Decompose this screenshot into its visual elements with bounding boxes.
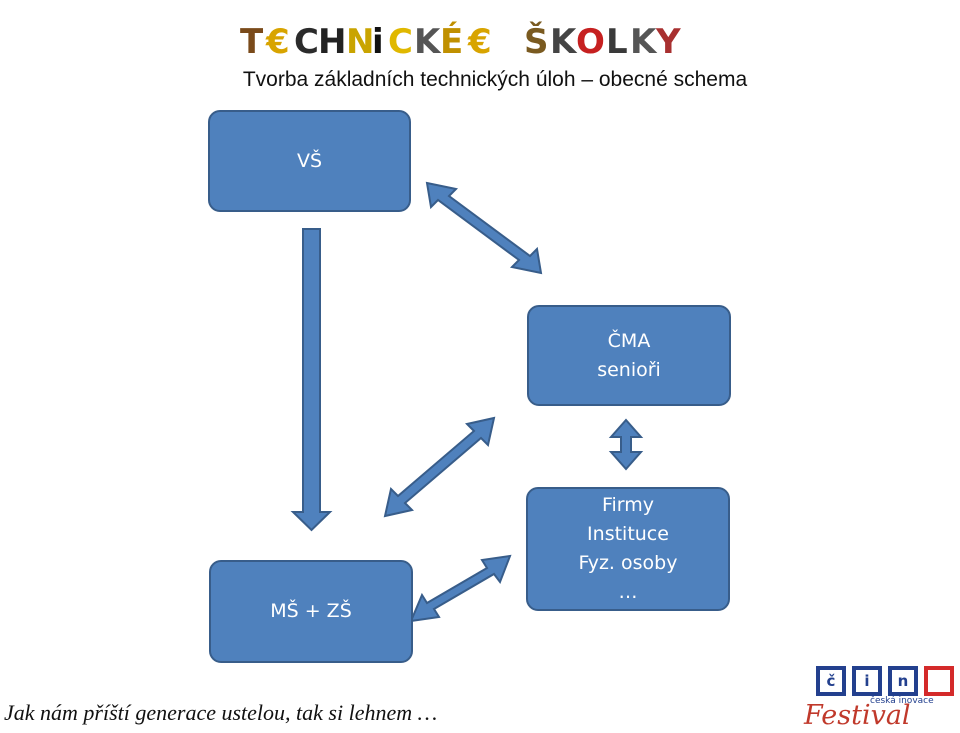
node-label: VŠ (296, 149, 323, 172)
arrow-cma-ms-zs (383, 416, 496, 518)
node-label: ČMA (607, 329, 651, 352)
node-label: MŠ + ZŠ (270, 600, 352, 622)
arrow-vs-cma (425, 181, 543, 275)
node-vs: VŠ (208, 110, 411, 212)
node-label: Instituce (587, 523, 669, 545)
festival-script: Festival (804, 700, 911, 731)
arrow-vs-to-ms-zs (290, 228, 333, 532)
festival-subtitle: česká inovace (870, 696, 934, 706)
node-firmy: Firmy Instituce Fyz. osoby … (526, 487, 730, 611)
node-label: Fyz. osoby (578, 552, 678, 574)
technicke-skolky-logo: T € C H N i C K É € Š K O L K Y (240, 22, 681, 62)
node-label: Firmy (601, 494, 655, 516)
node-label: senioři (597, 358, 661, 381)
page-title: Tvorba základních technických úloh – obe… (242, 68, 748, 91)
festival-letter: n (888, 666, 918, 696)
footer-motto: Jak nám příští generace ustelou, tak si … (4, 700, 438, 725)
festival-square-red (924, 666, 954, 696)
arrow-firmy-ms-zs (409, 554, 512, 623)
festival-logo: č i n česká inovace Festival (800, 660, 960, 733)
festival-letter: i (852, 666, 882, 696)
festival-letter: č (816, 666, 846, 696)
node-cma: ČMA senioři (527, 305, 731, 406)
node-ms-zs: MŠ + ZŠ (209, 560, 413, 663)
node-label: … (618, 581, 638, 603)
arrow-cma-firmy (608, 418, 644, 471)
